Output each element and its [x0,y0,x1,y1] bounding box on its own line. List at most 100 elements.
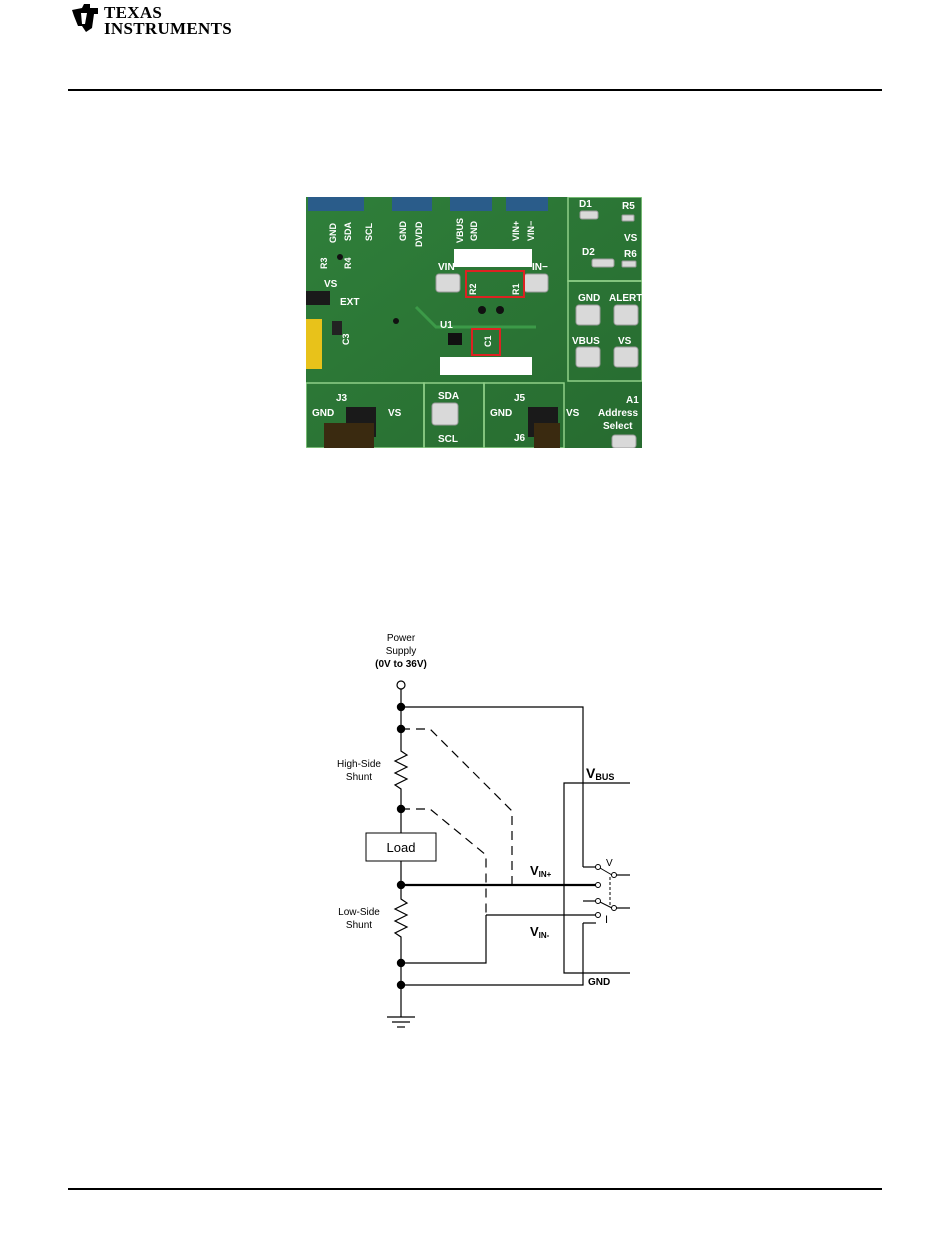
via-2 [496,306,504,314]
label-gnd-pad: GND [578,293,600,304]
label-gnd-j3: GND [312,408,334,419]
switch-out-2 [612,906,617,911]
switch-contact-4 [596,913,601,918]
label-dvdd: DVDD [414,221,424,247]
res-r6 [622,261,636,267]
pad-vin [436,274,460,292]
shunt-schematic: Power Supply (0V to 36V) High-Side Shunt… [300,625,640,1045]
label-sda: SDA [343,221,353,241]
via-4 [393,318,399,324]
switch-contact-3 [596,899,601,904]
label-vin-pad: VIN [438,262,455,273]
label-sda-pad: SDA [438,391,459,402]
label-u1: U1 [440,320,453,331]
vin-plus-label: VIN+ [530,863,552,879]
label-gnd-2: GND [398,221,408,242]
high-side-label-1: High-Side [337,759,381,770]
pad-address [612,435,636,448]
via-1 [478,306,486,314]
vbus-label: VBUS [586,765,614,782]
label-c1: C1 [483,335,493,347]
led-d1 [580,211,598,219]
label-scl: SCL [364,222,374,241]
low-side-label-2: Shunt [346,920,372,931]
label-gnd-3: GND [469,221,479,242]
switch-v-label: V [606,858,613,869]
load-label: Load [387,840,416,855]
gnd-label: GND [588,977,610,988]
pad-gnd [576,305,600,325]
label-r6: R6 [624,249,637,260]
device-outline [564,783,630,973]
label-vs-ext: VS [324,279,338,290]
header-rule [68,89,882,91]
label-vs-j5: VS [566,408,580,419]
footer-rule [68,1188,882,1190]
jumper-ext [306,291,330,305]
label-vbus-pad: VBUS [572,336,600,347]
label-ext: EXT [340,297,359,308]
label-j5: J5 [514,393,526,404]
via-3 [337,254,343,260]
label-in-pad: IN− [532,262,548,273]
capacitor-yellow [306,319,322,369]
high-side-resistor [395,745,407,807]
pad-alert [614,305,638,325]
label-j3: J3 [336,393,348,404]
label-gnd-1: GND [328,223,338,244]
label-r2: R2 [468,283,478,295]
power-supply-line-3: (0V to 36V) [375,659,427,670]
power-supply-line-1: Power [387,633,416,644]
ground-icon [387,1017,415,1027]
led-d2 [592,259,614,267]
label-vbus: VBUS [455,218,465,243]
label-vin-minus: VIN− [526,221,536,241]
chip-u1 [448,333,462,345]
label-vin-plus: VIN+ [511,221,521,241]
label-address: Address [598,408,638,419]
logo-line-2: INSTRUMENTS [104,21,232,37]
label-scl-pad: SCL [438,434,458,445]
pad-vbus [576,347,600,367]
label-d1: D1 [579,199,592,210]
jumper-j3 [324,423,374,448]
ti-logo-text: TEXAS INSTRUMENTS [104,5,232,37]
pad-vin-minus [524,274,548,292]
pad-sda [432,403,458,425]
label-vs-top: VS [624,233,638,244]
label-vs-pad: VS [618,336,632,347]
switch-contact-2 [596,883,601,888]
ti-logo-icon [68,2,102,34]
high-side-label-2: Shunt [346,772,372,783]
cap-c3 [332,321,342,335]
callout-cap-label [440,357,532,375]
switch-i-label: I [605,914,608,926]
power-supply-line-2: Supply [386,646,417,657]
res-r5 [622,215,634,221]
label-r3: R3 [319,257,329,269]
label-d2: D2 [582,247,595,258]
label-gnd-j5: GND [490,408,512,419]
label-alert: ALERT [609,293,642,304]
switch-contact-1 [596,865,601,870]
vin-minus-label: VIN- [530,924,550,940]
jumper-j5 [534,423,560,448]
dashed-low-side-sense [401,809,486,915]
label-a1: A1 [626,395,639,406]
dashed-high-side-sense [401,729,512,885]
label-select: Select [603,421,633,432]
label-r4: R4 [343,257,353,269]
label-r1: R1 [511,283,521,295]
evm-board-photo: GND SDA SCL GND DVDD VBUS GND VIN+ VIN− … [306,197,642,448]
gnd-wire [401,923,583,985]
label-c3: C3 [341,333,351,345]
label-r5: R5 [622,201,635,212]
label-vs-j3: VS [388,408,402,419]
low-side-resistor [395,893,407,985]
supply-terminal [397,681,405,689]
callout-shunt-label [454,249,532,267]
low-side-label-1: Low-Side [338,907,380,918]
label-j6: J6 [514,433,526,444]
switch-out-1 [612,873,617,878]
pad-vs [614,347,638,367]
